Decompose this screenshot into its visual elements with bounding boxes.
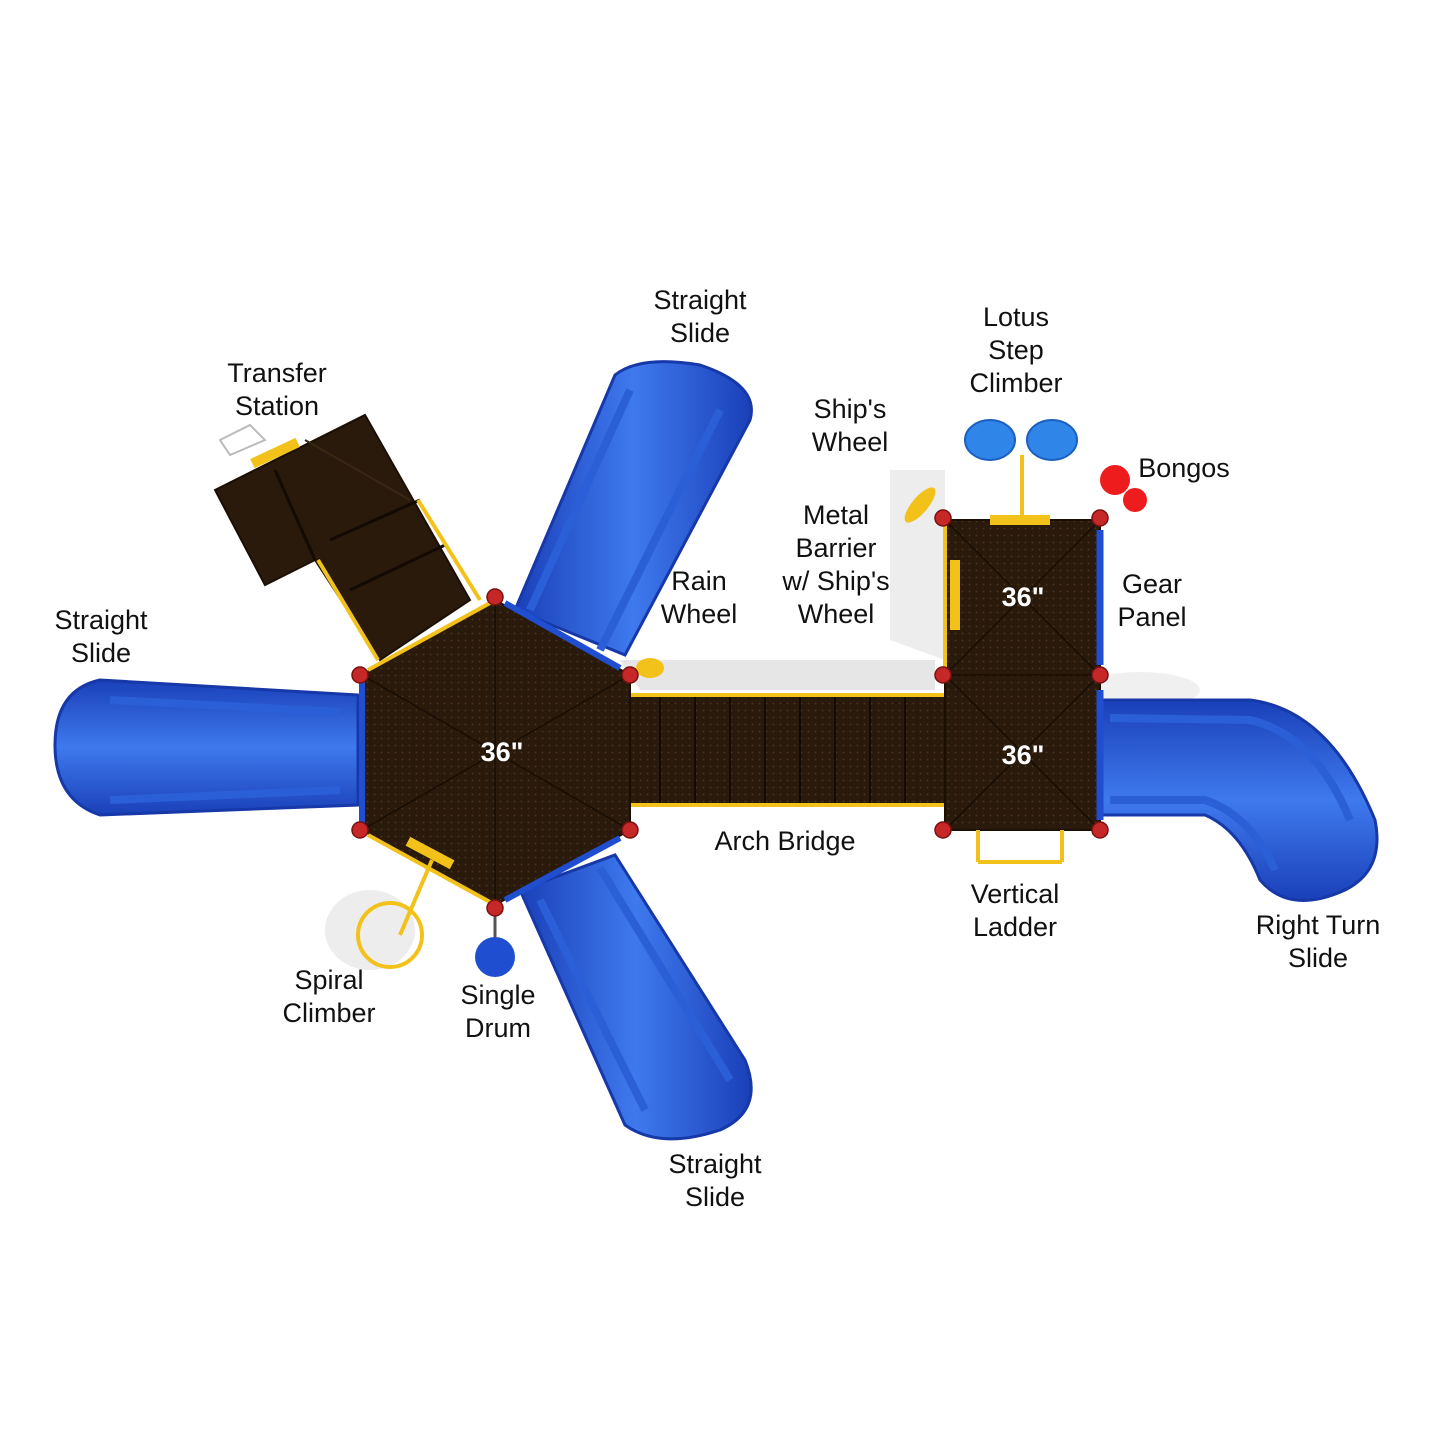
spiral-climber xyxy=(356,836,455,969)
straight-slide-top xyxy=(513,360,753,657)
straight-slide-left xyxy=(53,678,360,817)
label-arch-bridge: Arch Bridge xyxy=(714,826,856,856)
ground-shadows xyxy=(325,470,1200,970)
rain-wheel xyxy=(636,658,664,678)
vertical-ladder xyxy=(976,830,1064,864)
lotus-step-climber xyxy=(964,419,1078,520)
transfer-station xyxy=(213,413,482,662)
right-turn-slide xyxy=(1098,698,1379,902)
deck-height-upper-right: 36" xyxy=(1001,582,1045,612)
ships-wheel xyxy=(904,487,936,523)
posts xyxy=(351,509,1109,917)
right-deck xyxy=(943,515,1104,831)
deck-height-hex: 36" xyxy=(480,737,524,767)
straight-slide-bottom xyxy=(517,853,753,1141)
bongos xyxy=(1100,465,1147,512)
hex-deck xyxy=(359,598,631,907)
deck-height-lower-right: 36" xyxy=(1001,740,1045,770)
arch-bridge xyxy=(625,693,945,807)
label-bongos: Bongos xyxy=(1138,453,1230,483)
